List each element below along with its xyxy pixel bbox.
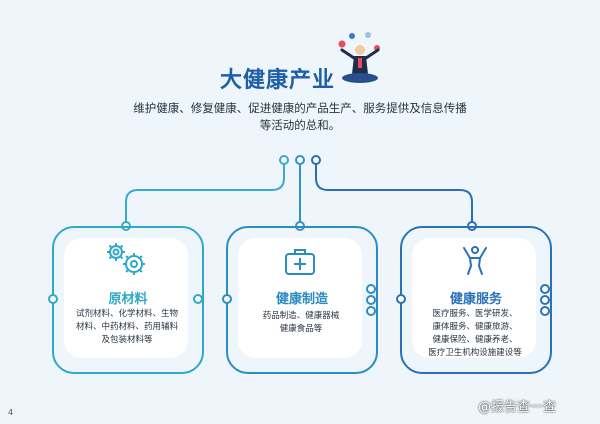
person-raising-arms-icon bbox=[463, 246, 487, 275]
card-text-health-manufacturing: 药品制造、健康器械 健康食品等 bbox=[262, 311, 340, 334]
card-title-raw-materials: 原材料 bbox=[108, 292, 148, 307]
stacked-nodes-right bbox=[540, 284, 550, 316]
description-line-2: 等活动的总和。 bbox=[259, 118, 341, 132]
head-icon bbox=[355, 45, 365, 55]
page-description: 维护健康、修复健康、促进健康的产品生产、服务提供及信息传播 等活动的总和。 bbox=[120, 100, 480, 134]
card-title-health-services: 健康服务 bbox=[449, 292, 502, 307]
card-text-health-services: 医疗服务、医学研发、 康体服务、健康旅游、 健康保险、健康养老、 医疗卫生机构设… bbox=[428, 309, 522, 358]
medical-kit-icon bbox=[285, 249, 315, 275]
card-title-health-manufacturing: 健康制造 bbox=[275, 292, 328, 307]
meditation-illustration bbox=[338, 32, 380, 83]
watermark: @报告查一查 bbox=[478, 400, 557, 415]
connector-left bbox=[125, 162, 285, 224]
page-number: 4 bbox=[8, 408, 14, 417]
top-node-left bbox=[279, 155, 289, 165]
top-node-right bbox=[311, 155, 321, 165]
description-line-1: 维护健康、修复健康、促进健康的产品生产、服务提供及信息传播 bbox=[133, 101, 467, 115]
top-node-middle bbox=[295, 155, 305, 165]
heart-bubble-icon bbox=[338, 40, 346, 48]
card-raw-materials bbox=[52, 226, 204, 374]
page-title: 大健康产业 bbox=[220, 68, 336, 93]
card-text-raw-materials: 试剂材料、化学材料、生物 材料、中药材料、药用辅料 及包装材料等 bbox=[75, 309, 178, 345]
gears-icon bbox=[107, 243, 145, 275]
stacked-nodes-middle bbox=[366, 284, 376, 316]
connector-right bbox=[315, 162, 473, 224]
